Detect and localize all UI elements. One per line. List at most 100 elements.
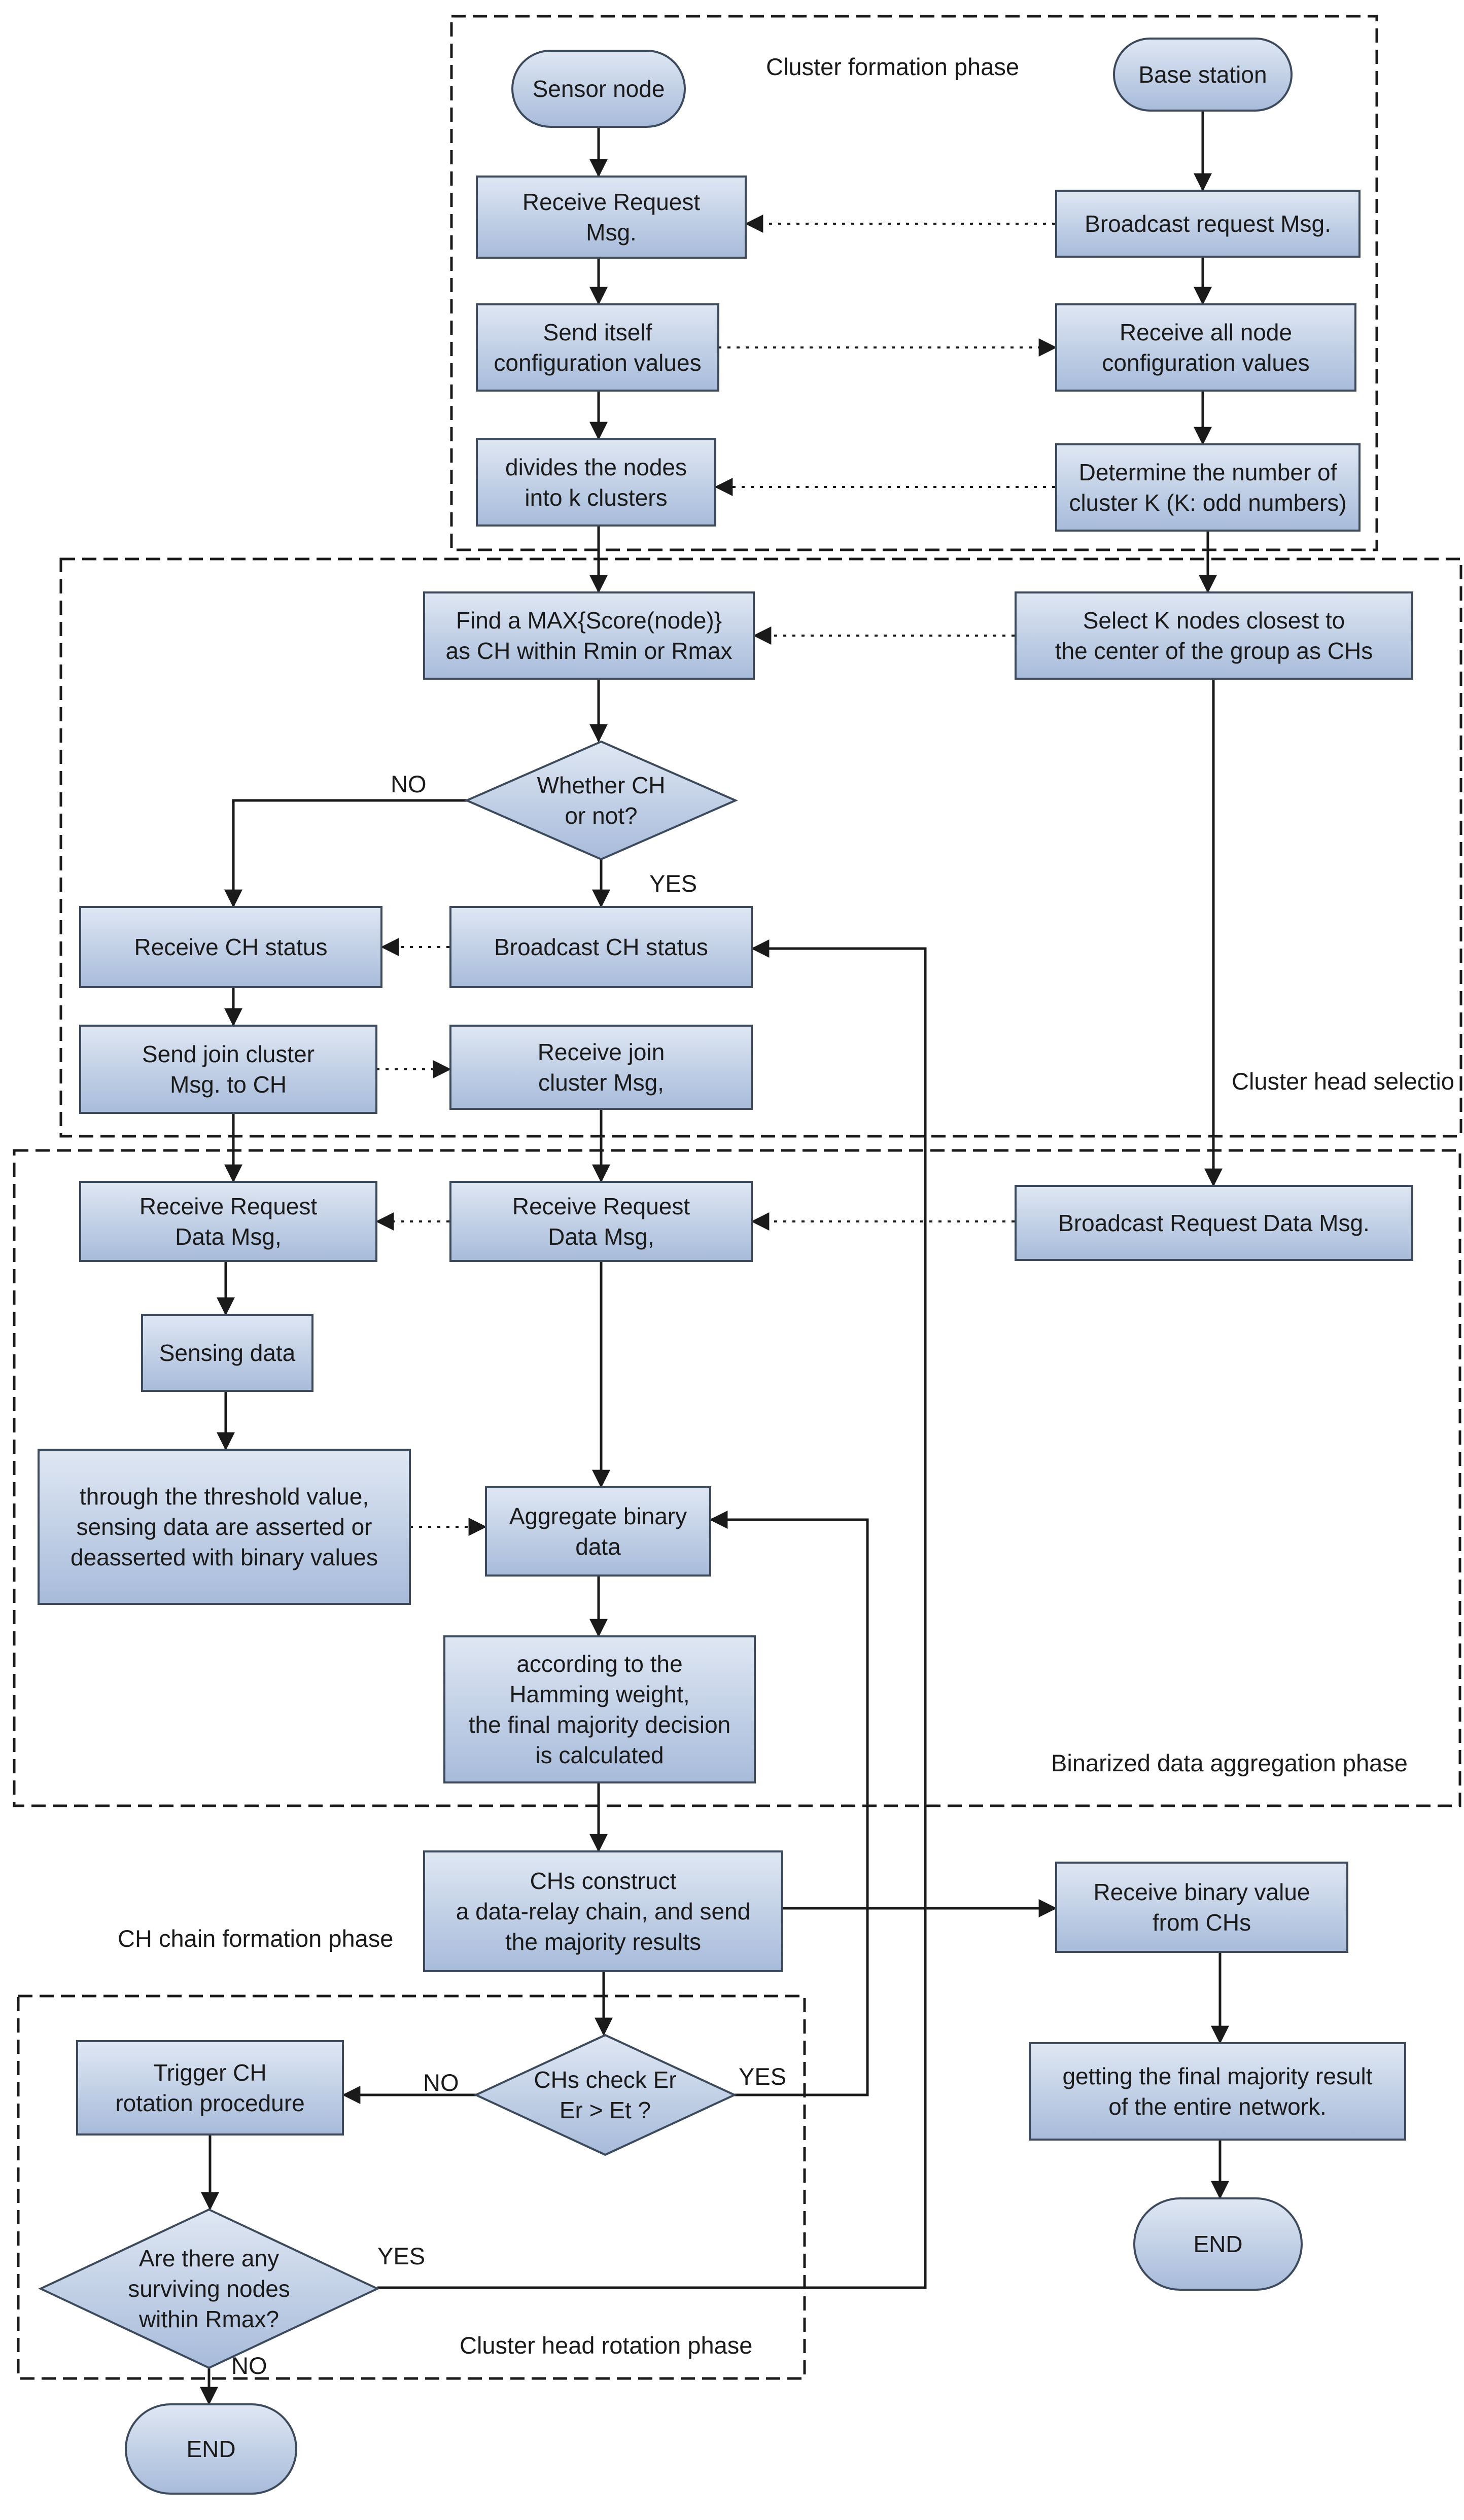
node-label: Receive CH status [134, 934, 328, 960]
node-broadcast-request-msg: Broadcast request Msg. [1055, 190, 1361, 258]
node-shape [423, 591, 755, 680]
node-label: surviving nodes [128, 2276, 290, 2302]
edge-surviving-yes [377, 939, 927, 2289]
node-label: Send join cluster [142, 1041, 315, 1067]
node-label: the center of the group as CHs [1055, 638, 1373, 664]
edge-check-yes [709, 1511, 869, 2096]
node-label: CHs check Er [534, 2067, 676, 2093]
node-label: Whether CH [537, 772, 665, 798]
node-shape [476, 438, 716, 527]
node-shape [1055, 190, 1361, 258]
node-label: cluster Msg, [538, 1069, 664, 1096]
node-label: a data-relay chain, and send [456, 1898, 751, 1924]
node-label: Broadcast CH status [494, 934, 708, 960]
node-shape [449, 1025, 753, 1110]
node-label: Receive Request [140, 1193, 318, 1219]
node-shape [79, 1025, 377, 1114]
node-shape [1113, 38, 1293, 112]
frame-cluster-head-selection [59, 557, 1462, 1138]
node-label: Select K nodes closest to [1083, 607, 1345, 634]
edge-label-yes-chs-check: YES [739, 2063, 786, 2090]
node-shape [1015, 1185, 1413, 1261]
node-label: Trigger CH [153, 2059, 266, 2086]
node-shape [464, 740, 738, 861]
node-shape [38, 2208, 380, 2369]
edge-label-yes-whether-ch: YES [649, 870, 697, 897]
node-label: into k clusters [525, 484, 667, 511]
node-whether-ch: Whether CH or not? [464, 740, 738, 861]
node-label: Msg. to CH [170, 1071, 287, 1098]
node-shape [38, 1449, 411, 1605]
node-label: Base station [1138, 61, 1267, 88]
node-label: the majority results [505, 1929, 701, 1955]
edge-whether-no [224, 799, 467, 908]
node-base-station: Base station [1113, 38, 1293, 112]
node-chs-construct: CHs construct a data-relay chain, and sen… [423, 1850, 783, 1972]
node-label: getting the final majority result [1062, 2063, 1372, 2089]
node-label: Send itself [543, 319, 652, 345]
phase-frames [13, 15, 1462, 2380]
node-label: Sensor node [533, 76, 665, 102]
node-surviving: Are there any surviving nodes within Rmax? [38, 2208, 380, 2369]
node-shape [449, 1181, 753, 1262]
edge-labels: NO YES NO YES YES NO [231, 771, 786, 2379]
node-shape [79, 1181, 377, 1262]
node-label: or not? [565, 802, 637, 829]
node-receive-ch-status: Receive CH status [79, 906, 382, 988]
phase-label-head-rotation: Cluster head rotation phase [460, 2332, 752, 2359]
node-shape [1055, 303, 1356, 392]
node-label: according to the [516, 1651, 682, 1677]
node-label: the final majority decision [469, 1711, 730, 1738]
node-shape [1133, 2197, 1303, 2291]
node-receive-join: Receive join cluster Msg, [449, 1025, 753, 1110]
node-label: Find a MAX{Score(node)} [456, 607, 722, 634]
node-label: Receive Request [512, 1193, 690, 1219]
node-shape [1055, 443, 1361, 532]
node-label: Aggregate binary [509, 1503, 687, 1529]
node-shape [1015, 591, 1413, 680]
phase-label-data-aggregation: Binarized data aggregation phase [1051, 1749, 1408, 1776]
node-select-k: Select K nodes closest to the center of t… [1015, 591, 1413, 680]
frame-head-rotation [17, 1994, 806, 2380]
node-label: within Rmax? [138, 2306, 279, 2332]
node-label: divides the nodes [505, 454, 687, 480]
node-divide-nodes: divides the nodes into k clusters [476, 438, 716, 527]
node-label: deasserted with binary values [71, 1544, 378, 1570]
node-sensor-node: Sensor node [511, 50, 686, 128]
node-label: through the threshold value, [80, 1483, 369, 1510]
edge-label-yes-surviving: YES [377, 2243, 425, 2269]
node-broadcast-ch-status: Broadcast CH status [449, 906, 753, 988]
node-sensing-data: Sensing data [141, 1314, 313, 1392]
node-shape [125, 2403, 297, 2495]
node-label: configuration values [494, 349, 701, 376]
node-receive-binary: Receive binary value from CHs [1055, 1862, 1348, 1953]
node-shape [485, 1486, 711, 1577]
node-label: Broadcast Request Data Msg. [1058, 1210, 1370, 1236]
node-label: Receive binary value [1093, 1879, 1310, 1905]
connectors [200, 111, 1229, 2405]
frame-cluster-formation [450, 15, 1378, 551]
edge-label-no-surviving: NO [231, 2352, 267, 2379]
phase-label-ch-chain: CH chain formation phase [118, 1925, 393, 1952]
node-label: Receive join [538, 1039, 665, 1065]
node-label: sensing data are asserted or [76, 1514, 372, 1540]
node-label: Sensing data [159, 1340, 296, 1366]
node-shape [449, 906, 753, 988]
node-label: END [1193, 2231, 1242, 2257]
node-broadcast-data-req: Broadcast Request Data Msg. [1015, 1185, 1413, 1261]
node-label: CHs construct [530, 1868, 677, 1894]
node-label: from CHs [1153, 1909, 1251, 1936]
node-label: Are there any [139, 2245, 279, 2271]
node-shape [443, 1635, 756, 1783]
node-label: END [186, 2436, 235, 2462]
